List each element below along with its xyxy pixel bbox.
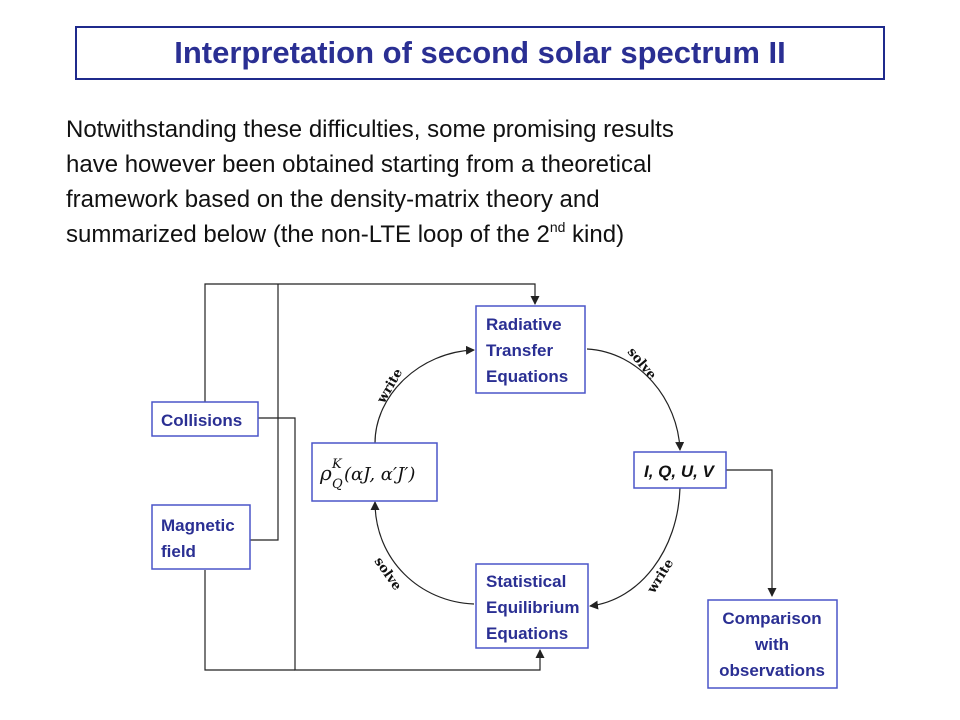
see-label-line-2: Equilibrium <box>486 598 580 617</box>
density-matrix-rho: ρ <box>319 461 332 485</box>
magnetic-label-line-1: Magnetic <box>161 516 235 535</box>
collisions-label: Collisions <box>161 411 242 430</box>
see-label-line-3: Equations <box>486 624 568 643</box>
comparison-label-line-2: with <box>754 635 789 654</box>
paragraph-line-4: summarized below (the non-LTE loop of th… <box>66 217 906 252</box>
arc-write-bottom <box>589 487 681 610</box>
stokes-box: I, Q, U, V <box>633 451 727 489</box>
collisions-box: Collisions <box>151 401 259 437</box>
comparison-box: Comparison with observations <box>707 599 838 689</box>
arc-label-solve-bottom: solve <box>371 555 404 594</box>
paragraph-line-4-end: kind) <box>565 221 625 248</box>
comparison-label-line-1: Comparison <box>722 609 821 628</box>
density-matrix-symbol: ρ <box>319 461 332 485</box>
rte-label-line-3: Equations <box>486 367 568 386</box>
arc-solve-top <box>586 348 685 451</box>
paragraph-line-4-text: summarized below (the non-LTE loop of th… <box>66 221 550 248</box>
density-matrix-superscript: K <box>331 457 343 472</box>
magnetic-to-rte-line <box>250 284 279 541</box>
see-box: Statistical Equilibrium Equations <box>475 563 589 649</box>
magnetic-field-box: Magnetic field <box>151 504 251 570</box>
connector-lines <box>204 283 777 671</box>
loop-arcs <box>370 345 685 610</box>
see-label-line-1: Statistical <box>486 572 566 591</box>
rte-label-line-1: Radiative <box>486 315 562 334</box>
arc-label-solve-top: solve <box>624 345 659 383</box>
ordinal-superscript: nd <box>549 219 566 235</box>
stokes-label: I, Q, U, V <box>644 462 716 481</box>
rte-label-line-2: Transfer <box>486 341 553 360</box>
magnetic-to-see-line <box>204 570 295 671</box>
arc-write-top <box>374 345 475 444</box>
collisions-to-rte-line <box>204 283 540 402</box>
arc-solve-bottom <box>370 501 475 605</box>
paragraph-line-3: framework based on the density-matrix th… <box>66 186 600 213</box>
rte-box: Radiative Transfer Equations <box>475 305 586 394</box>
comparison-label-line-3: observations <box>719 661 825 680</box>
paragraph-line-1: Notwithstanding these difficulties, some… <box>66 116 674 143</box>
arc-label-write-top: write <box>374 366 406 407</box>
density-matrix-arguments: (αJ, α′J′) <box>344 464 415 485</box>
intro-paragraph: Notwithstanding these difficulties, some… <box>66 112 906 252</box>
paragraph-line-2: have however been obtained starting from… <box>66 151 652 178</box>
density-matrix-subscript: Q <box>332 477 343 492</box>
stokes-to-comparison-line <box>726 469 777 597</box>
title-box: Interpretation of second solar spectrum … <box>75 26 885 80</box>
magnetic-label-line-2: field <box>161 542 196 561</box>
arc-label-write-bottom: write <box>644 557 677 597</box>
density-matrix-box: ρ K Q (αJ, α′J′) <box>311 442 438 502</box>
page-title: Interpretation of second solar spectrum … <box>174 35 786 70</box>
